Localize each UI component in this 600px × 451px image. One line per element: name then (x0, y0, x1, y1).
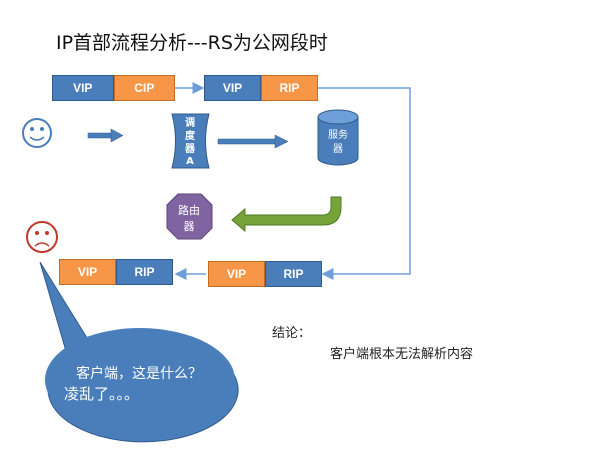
scheduler-label-4: A (186, 156, 194, 167)
conclusion-text: 客户端根本无法解析内容 (330, 347, 474, 362)
packet-cell-cip: CIP (113, 75, 175, 101)
packet-cell-vip: VIP (52, 75, 114, 101)
arrow-scheduler-to-server (217, 134, 289, 149)
bubble-line-2: 凌乱了。。。 (64, 385, 140, 403)
speech-bubble-text: 客户端，这是什么？ 凌乱了。。。 (62, 364, 237, 404)
packet-mid-right: VIP RIP (208, 261, 322, 287)
scheduler-label-2: 度 (185, 129, 196, 142)
packet-cell-vip: VIP (204, 75, 261, 101)
arrow-server-to-router (231, 196, 342, 233)
server-label-2: 器 (333, 143, 343, 155)
page-title: IP首部流程分析---RS为公网段时 (56, 32, 328, 54)
packet-cell-vip: VIP (59, 259, 116, 285)
router-label-1: 路由 (178, 203, 200, 217)
router-octagon (166, 193, 213, 240)
return-path-line (318, 87, 411, 280)
packet-top-left: VIP CIP (52, 75, 175, 101)
packet-cell-rip: RIP (116, 259, 173, 285)
packet-cell-rip: RIP (265, 261, 322, 287)
arrow-client-to-scheduler (87, 128, 124, 143)
sad-client-icon (26, 221, 58, 253)
packet-cell-vip: VIP (208, 261, 265, 287)
server-cylinder (317, 109, 359, 166)
packet-top-right: VIP RIP (204, 75, 318, 101)
server-label-1: 服务 (328, 128, 348, 141)
speech-bubble (39, 261, 239, 443)
scheduler-shape (171, 113, 210, 169)
packet-cell-rip: RIP (261, 75, 318, 101)
scheduler-label-1: 调 (185, 116, 195, 129)
bubble-line-1: 客户端，这是什么？ (76, 366, 202, 382)
packet-bottom-left: VIP RIP (59, 259, 173, 285)
conclusion-label: 结论： (272, 326, 312, 341)
scheduler-label-3: 器 (184, 143, 196, 155)
happy-client-icon (22, 118, 52, 148)
router-label-2: 器 (184, 220, 195, 233)
